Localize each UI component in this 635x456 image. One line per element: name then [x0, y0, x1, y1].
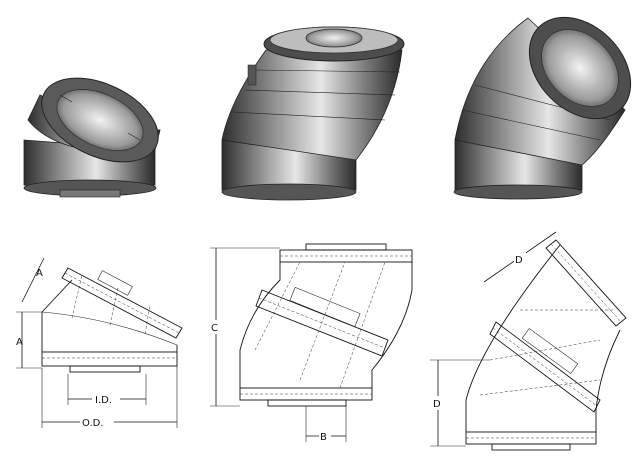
elbow-15-drawing: A A I.D. O.D. [16, 257, 183, 429]
elbow-45-render [453, 16, 632, 200]
dim-a-top-label: A [36, 268, 43, 279]
dim-d-top-label: D [515, 255, 523, 266]
dim-od-label: O.D. [82, 418, 104, 429]
dim-b-label: B [320, 432, 327, 443]
dim-d-side-label: D [433, 399, 441, 410]
dim-a-side-label: A [16, 337, 23, 348]
dim-a-top-line [21, 257, 45, 303]
elbow-30-drawing: C B [210, 243, 413, 443]
elbow-30-render [221, 26, 405, 201]
dim-id-label: I.D. [95, 395, 112, 406]
dim-c-label: C [211, 323, 218, 334]
elbow-45-drawing: D D [430, 231, 627, 451]
elbow-15-render [23, 77, 161, 198]
